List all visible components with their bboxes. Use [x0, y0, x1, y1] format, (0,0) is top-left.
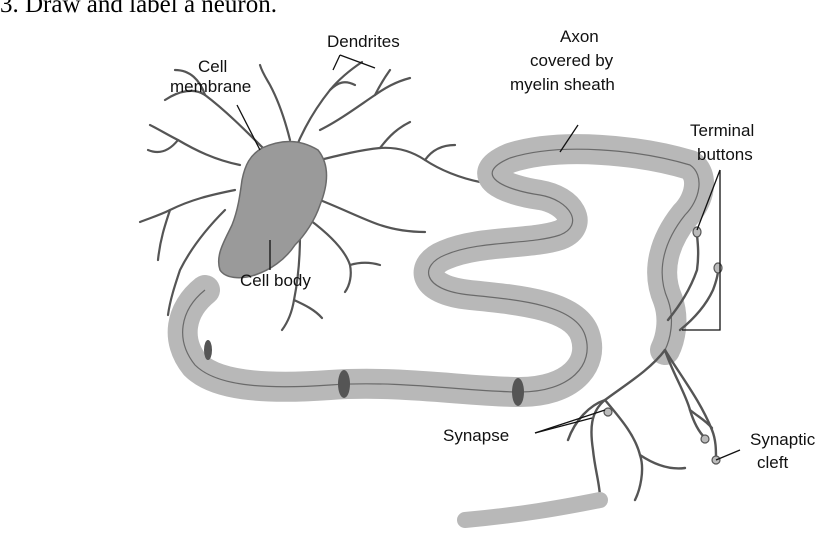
label-cell-membrane-line2: membrane: [170, 77, 251, 96]
axon-terminals: [490, 235, 718, 516]
label-terminal-line2: buttons: [697, 145, 753, 164]
label-dendrites: Dendrites: [327, 32, 400, 51]
lower-axon-segment: [465, 500, 600, 520]
label-cell-body: Cell body: [240, 271, 311, 290]
label-terminal-line1: Terminal: [690, 121, 754, 140]
cell-body: [219, 142, 327, 278]
label-axon-line3: myelin sheath: [510, 75, 615, 94]
label-axon-line2: covered by: [530, 51, 614, 70]
label-synaptic-cleft-line1: Synaptic: [750, 430, 816, 449]
label-cell-membrane-line1: Cell: [198, 57, 227, 76]
label-synaptic-cleft-line2: cleft: [757, 453, 788, 472]
label-axon-line1: Axon: [560, 27, 599, 46]
label-synapse: Synapse: [443, 426, 509, 445]
